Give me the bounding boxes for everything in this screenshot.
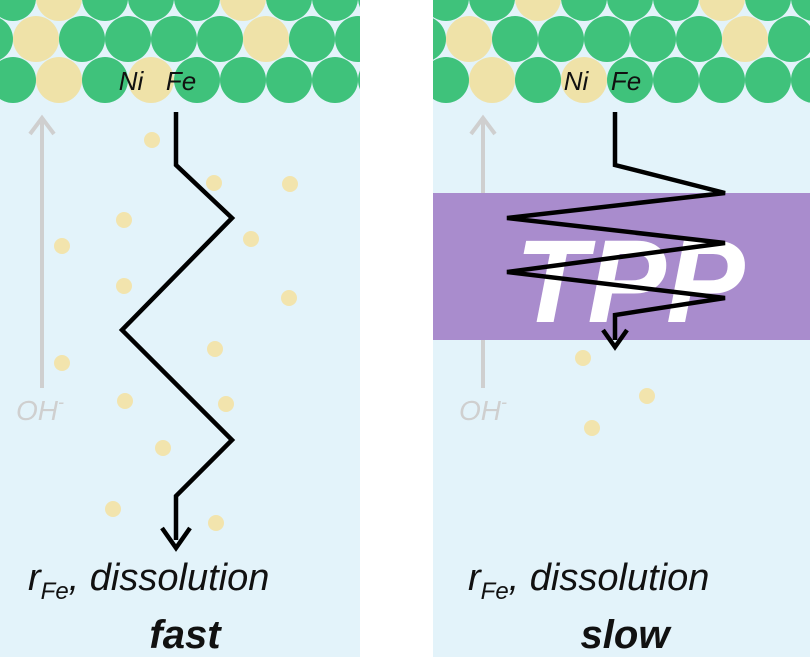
left-fe-ion-dot <box>155 440 171 456</box>
left-fe-ion-dot <box>282 176 298 192</box>
right-ni-atom <box>377 0 423 21</box>
left-ni-atom <box>312 57 358 103</box>
left-ni-atom <box>105 16 151 62</box>
right-fe-atom <box>446 16 492 62</box>
right-ni-atom <box>699 57 745 103</box>
left-fe-atom <box>243 16 289 62</box>
right-ni-atom <box>538 16 584 62</box>
right-fe-ion-dot <box>639 388 655 404</box>
right-ni-atom <box>584 16 630 62</box>
left-rate-label: fast <box>149 613 222 657</box>
left-fe-ion-dot <box>206 175 222 191</box>
left-fe-ion-dot <box>243 231 259 247</box>
right-ni-atom <box>676 16 722 62</box>
left-fe-atom-label: Fe <box>166 66 196 96</box>
right-ni-atom <box>400 16 446 62</box>
right-ni-atom <box>515 57 561 103</box>
left-ni-atom-label: Ni <box>119 66 145 96</box>
right-rate-label: slow <box>581 613 673 657</box>
left-fe-ion-dot <box>117 393 133 409</box>
left-ni-atom <box>335 16 381 62</box>
left-ni-atom <box>59 16 105 62</box>
right-ni-atom <box>423 57 469 103</box>
right-ni-atom <box>377 57 423 103</box>
left-fe-ion-dot <box>54 355 70 371</box>
left-fe-ion-dot <box>281 290 297 306</box>
left-ni-atom <box>151 16 197 62</box>
left-ni-atom <box>358 57 404 103</box>
right-fe-atom-label: Fe <box>611 66 641 96</box>
left-fe-atom <box>36 57 82 103</box>
right-fe-ion-dot <box>575 350 591 366</box>
right-fe-atom <box>469 57 515 103</box>
left-ni-atom <box>381 16 427 62</box>
right-ni-atom-label: Ni <box>564 66 590 96</box>
tpp-barrier-label: TPP <box>515 216 745 348</box>
right-oh-label: OH- <box>459 392 507 426</box>
left-ni-atom <box>197 16 243 62</box>
left-fe-ion-dot <box>218 396 234 412</box>
left-fe-ion-dot <box>105 501 121 517</box>
left-oh-label: OH- <box>16 392 64 426</box>
right-ni-atom <box>492 16 538 62</box>
right-ni-atom <box>653 57 699 103</box>
left-fe-ion-dot <box>116 212 132 228</box>
left-ni-atom <box>220 57 266 103</box>
left-panel: OH- Ni Fe rFe, dissolution fast <box>0 0 427 657</box>
right-ni-atom <box>630 16 676 62</box>
right-panel: OH- TPP Ni Fe rFe, dissolution slow <box>377 0 810 657</box>
left-fe-atom <box>13 16 59 62</box>
left-fe-ion-dot <box>54 238 70 254</box>
left-fe-ion-dot <box>116 278 132 294</box>
right-fe-atom <box>722 16 768 62</box>
left-ni-atom <box>289 16 335 62</box>
left-ni-atom <box>358 0 404 21</box>
left-fe-ion-dot <box>207 341 223 357</box>
left-fe-ion-dot <box>144 132 160 148</box>
left-fe-ion-dot <box>208 515 224 531</box>
left-ni-atom <box>266 57 312 103</box>
right-ni-atom <box>745 57 791 103</box>
right-fe-ion-dot <box>584 420 600 436</box>
